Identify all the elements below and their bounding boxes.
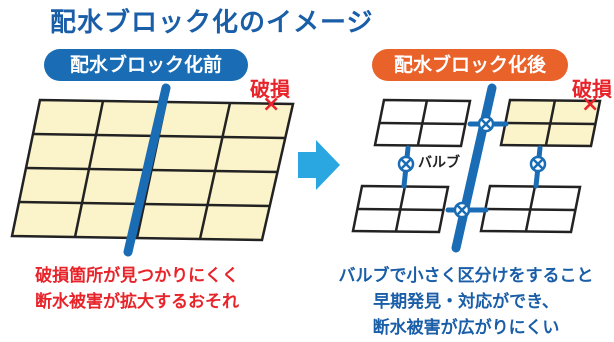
arrow-right-icon	[298, 140, 340, 190]
after-grid-top-right	[499, 98, 602, 148]
valve-icon	[397, 155, 415, 173]
valve-icon	[453, 201, 471, 219]
after-grid-bottom-left	[351, 184, 450, 234]
after-caption-line: バルブで小さく区分けをすること	[338, 266, 594, 286]
after-damage-label: 破損	[572, 77, 612, 101]
before-caption-line: 破損箇所が見つかりにくく	[35, 266, 239, 286]
before-damage-label: 破損	[250, 77, 290, 101]
valve-label: バルブ	[418, 155, 460, 171]
after-caption-line: 早期発見・対応ができ、	[373, 292, 559, 312]
after-caption: バルブで小さく区分けをすること 早期発見・対応ができ、 断水被害が広がりにくい	[318, 263, 614, 341]
after-grid-top-left	[373, 98, 472, 148]
after-caption-line: 断水被害が広がりにくい	[372, 318, 560, 338]
valve-icon	[477, 115, 495, 133]
before-grid	[10, 98, 295, 242]
valve-icon	[529, 155, 547, 173]
before-caption-line: 断水被害が拡大するおそれ	[35, 292, 239, 312]
after-badge: 配水ブロック化後	[372, 49, 568, 81]
before-badge: 配水ブロック化前	[44, 49, 248, 81]
before-main-pipe	[123, 83, 171, 257]
page-title: 配水ブロック化のイメージ	[50, 8, 374, 38]
damage-x-icon: ×	[581, 92, 600, 117]
damage-x-icon: ×	[262, 92, 281, 117]
after-grid-bottom-right	[479, 184, 582, 234]
before-caption: 破損箇所が見つかりにくく 断水被害が拡大するおそれ	[2, 263, 272, 315]
